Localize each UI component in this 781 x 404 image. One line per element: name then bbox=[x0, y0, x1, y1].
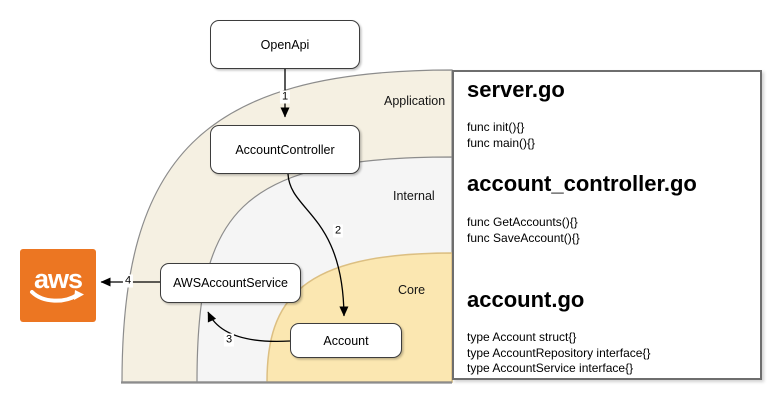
layer-label-application: Application bbox=[384, 94, 446, 108]
arrow-2-controller-to-account bbox=[287, 173, 349, 317]
code-file-lines: type Account struct{} type AccountReposi… bbox=[467, 330, 650, 377]
code-line: func SaveAccount(){} bbox=[467, 230, 580, 245]
code-file-lines: func GetAccounts(){} func SaveAccount(){… bbox=[467, 215, 580, 246]
code-line: func main(){} bbox=[467, 135, 536, 150]
arrow-label-2: 2 bbox=[332, 224, 344, 238]
code-file-title: account_controller.go bbox=[467, 171, 697, 196]
arrow-label-1: 1 bbox=[279, 90, 291, 104]
code-line: func GetAccounts(){} bbox=[467, 215, 578, 229]
code-line: type AccountService interface{} bbox=[467, 361, 634, 375]
aws-logo: aws bbox=[20, 249, 96, 322]
code-line: type Account struct{} bbox=[467, 330, 577, 344]
code-line: func init(){} bbox=[467, 120, 525, 134]
aws-smile-icon bbox=[30, 290, 84, 303]
layer-label-core: Core bbox=[398, 283, 426, 297]
node-openapi: OpenApi bbox=[210, 20, 360, 69]
code-panel: server.go func init(){} func main(){} ac… bbox=[452, 70, 762, 380]
node-aws-account-service: AWSAccountService bbox=[160, 263, 301, 303]
arrow-3-account-to-service bbox=[207, 311, 291, 343]
code-file-title: account.go bbox=[467, 287, 585, 312]
layer-label-internal: Internal bbox=[393, 189, 435, 203]
node-account-controller: AccountController bbox=[210, 125, 360, 174]
aws-logo-text: aws bbox=[33, 264, 83, 294]
arrow-label-3: 3 bbox=[223, 333, 235, 347]
arrow-label-4: 4 bbox=[122, 274, 134, 288]
code-line: type AccountRepository interface{} bbox=[467, 345, 651, 360]
node-account: Account bbox=[290, 323, 402, 358]
code-file-title: server.go bbox=[467, 77, 565, 102]
code-file-lines: func init(){} func main(){} bbox=[467, 120, 535, 151]
